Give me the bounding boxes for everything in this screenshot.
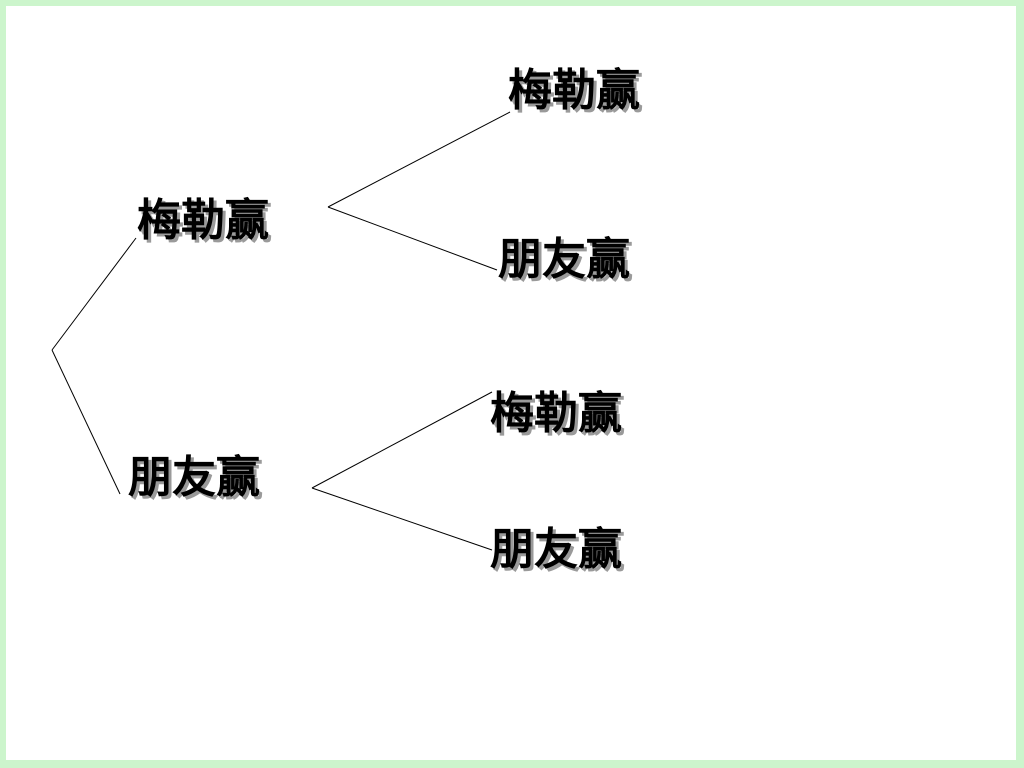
edge-root-to-level1-bottom (51, 349, 121, 495)
edge-level1-bottom-to-level2-top (311, 391, 493, 489)
level2-node-bottom-bottom: 朋友赢 (490, 524, 622, 575)
level2-node-bottom-top: 梅勒赢 (490, 388, 622, 439)
slide-canvas (6, 6, 1016, 760)
level1-node-bottom: 朋友赢 (128, 452, 260, 503)
edge-level1-bottom-to-level2-bottom (311, 487, 493, 551)
edge-root-to-level1-top (51, 237, 137, 351)
level2-node-top-top: 梅勒赢 (508, 65, 640, 116)
level2-node-top-bottom: 朋友赢 (498, 234, 630, 285)
edge-level1-top-to-level2-bottom (327, 206, 498, 271)
level1-node-top: 梅勒赢 (137, 195, 269, 246)
edge-level1-top-to-level2-top (327, 111, 511, 208)
